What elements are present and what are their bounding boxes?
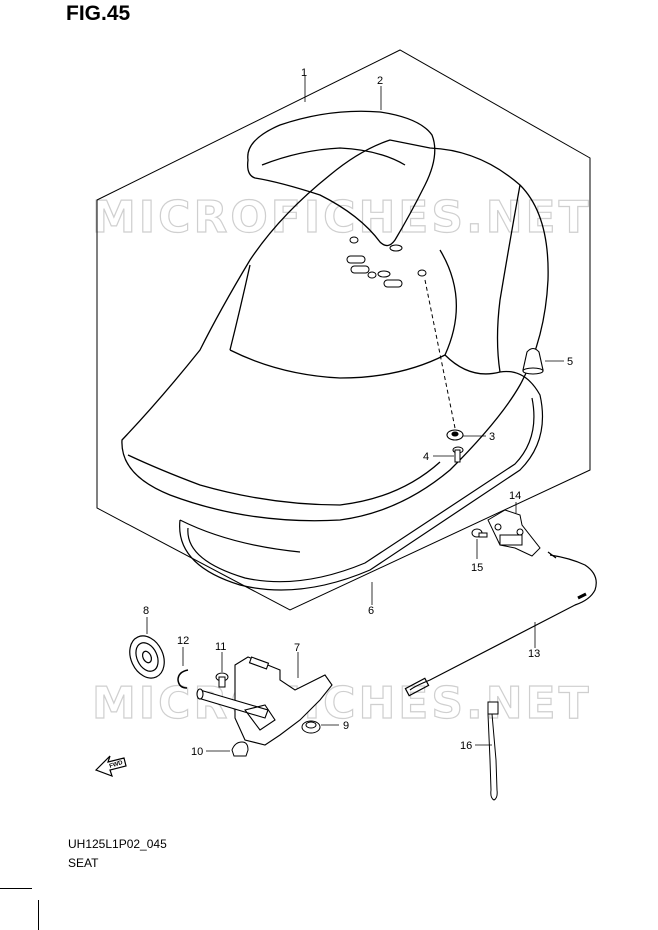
page-corner-mark-vertical: [38, 900, 39, 930]
watermark-top: MICROFICHES.NET: [92, 192, 592, 243]
callout-12: 12: [177, 635, 189, 647]
callout-8: 8: [143, 605, 149, 617]
rubber-damper-part: [522, 347, 544, 375]
flange-nut-part: [301, 720, 321, 734]
seat-base-part: [179, 370, 544, 591]
callout-2: 2: [377, 75, 383, 87]
figure-caption: SEAT: [68, 856, 99, 870]
seat-lock-cable-part: [404, 551, 597, 697]
seat-screw-part: [452, 446, 464, 463]
cable-reel-part: [129, 635, 165, 679]
figure-title: FIG.45: [66, 2, 131, 25]
backrest-pad-part: [247, 110, 436, 247]
callout-13: 13: [528, 648, 540, 660]
callout-4: 4: [423, 451, 429, 463]
callout-9: 9: [343, 720, 349, 732]
callout-16: 16: [460, 740, 472, 752]
forward-arrow-icon: FWD: [94, 755, 127, 778]
lock-bolt-part: [215, 672, 229, 688]
callout-6: 6: [368, 605, 374, 617]
watermark-bottom: MICROFICHES.NET: [92, 678, 592, 729]
callout-15: 15: [471, 562, 483, 574]
lock-bracket-part: [487, 509, 541, 557]
callout-5: 5: [567, 356, 573, 368]
bracket-screw-part: [471, 528, 488, 538]
drawing-code: UH125L1P02_045: [68, 837, 167, 851]
assembly-group-outline: [96, 49, 591, 611]
seat-lock-assy-part: [196, 656, 333, 746]
callout-10: 10: [191, 746, 203, 758]
assembly-dash-line: [424, 279, 456, 429]
page-corner-mark: [0, 888, 32, 889]
tie-band-part: [487, 701, 499, 801]
lock-cap-part: [231, 741, 249, 757]
leader-lines: [146, 76, 564, 752]
fwd-label: FWD: [109, 760, 124, 770]
callout-1: 1: [301, 67, 307, 79]
callout-14: 14: [509, 490, 521, 502]
callout-11: 11: [215, 641, 226, 653]
washer-part: [446, 429, 464, 441]
callout-7: 7: [294, 642, 300, 654]
seat-mount-slots: [346, 236, 427, 288]
callout-3: 3: [489, 431, 495, 443]
seat-cushion-part: [121, 139, 549, 522]
retaining-clip-part: [177, 669, 189, 689]
